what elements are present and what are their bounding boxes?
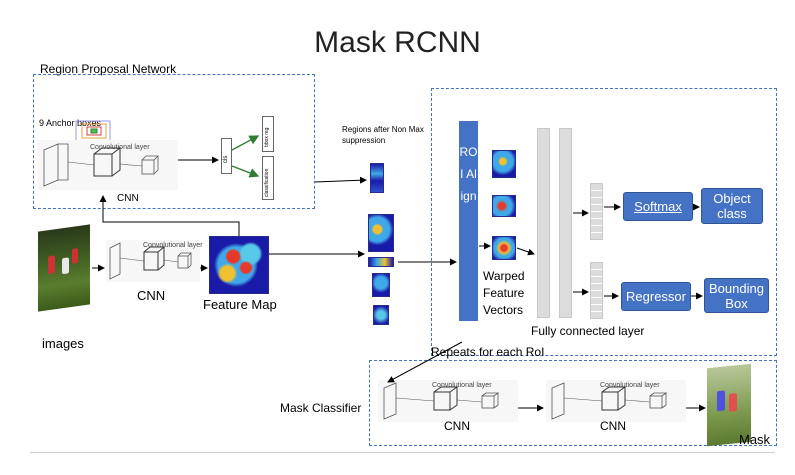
- mask-panel: [369, 360, 777, 446]
- fc-label: Fully connected layer: [531, 324, 645, 338]
- regressor-box: Regressor: [621, 282, 691, 311]
- region-heatmap-4: [372, 273, 390, 297]
- mask-cnn2-label: CNN: [600, 419, 626, 433]
- rpn-cnn-label: CNN: [117, 193, 139, 204]
- rpn-cnn-sketch: [38, 140, 178, 190]
- main-conv-layer-text: Convolutional layer: [143, 242, 203, 249]
- anchor-boxes-icon: [75, 120, 111, 142]
- main-cnn-sketch: [106, 240, 200, 282]
- bounding-box-box: Bounding Box: [704, 278, 769, 313]
- warped-heatmap-2: [492, 195, 516, 217]
- warped-heatmap-1: [492, 150, 516, 178]
- warped-heatmap-3: [492, 236, 516, 260]
- mask-classifier-label: Mask Classifier: [280, 401, 362, 415]
- rpn-label: Region Proposal Network: [40, 62, 177, 76]
- roi-align-label: ROI Align: [459, 145, 478, 203]
- region-heatmap-2: [368, 214, 394, 252]
- regions-after-nms-label: Regions after Non Max suppression: [342, 125, 424, 145]
- rpn-conv-layer-text: Convolutional layer: [90, 144, 150, 151]
- bottom-rule: [30, 452, 775, 453]
- region-heatmap-1: [370, 163, 384, 193]
- fc-box-stack: [590, 262, 603, 319]
- mask-cnn-sketch-2: [546, 380, 686, 422]
- rpn-panel: [33, 74, 315, 209]
- feature-map-label: Feature Map: [203, 297, 277, 312]
- fc-class-stack: [590, 183, 603, 240]
- diagram-title: Mask RCNN: [314, 26, 481, 59]
- mask-conv-layer-text-2: Convolutional layer: [600, 382, 660, 389]
- repeats-label: Repeats for each RoI: [431, 345, 545, 359]
- head-panel: [431, 88, 777, 356]
- mask-conv-layer-text-1: Convolutional layer: [432, 382, 492, 389]
- rpn-bbox-reg-layer: bbox reg: [262, 116, 274, 152]
- images-label: images: [42, 336, 84, 351]
- mask-cnn1-label: CNN: [444, 419, 470, 433]
- fc-layer-2: [559, 128, 572, 318]
- main-cnn-label: CNN: [137, 288, 166, 303]
- region-heatmap-5: [373, 305, 389, 325]
- softmax-box: Softmax: [623, 192, 693, 221]
- rpn-cls-layer: cls: [221, 138, 232, 174]
- mask-cnn-sketch-1: [378, 380, 518, 422]
- rpn-classification-layer: classification: [262, 156, 274, 200]
- region-heatmap-3: [368, 257, 394, 267]
- warped-feature-vectors-label: Warped Feature Vectors: [483, 269, 525, 317]
- roi-align-bar: ROI Align: [459, 121, 478, 321]
- feature-map: [209, 236, 269, 294]
- anchor-boxes-label: 9 Anchor boxes: [39, 118, 102, 128]
- fc-layer-1: [537, 128, 550, 318]
- object-class-box: Object class: [701, 188, 763, 224]
- mask-label: Mask: [739, 432, 771, 447]
